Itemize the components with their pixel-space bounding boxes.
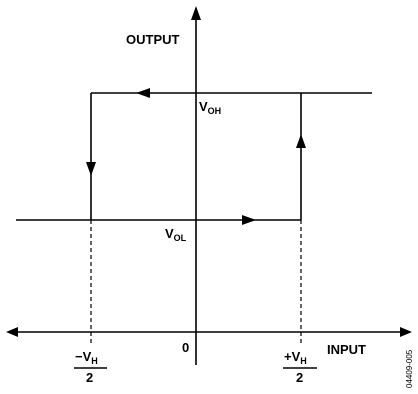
pos-vh-label: +VH <box>284 349 307 366</box>
pos-vh-denominator: 2 <box>296 370 303 385</box>
voh-label-sub: OH <box>208 106 222 116</box>
origin-label: 0 <box>182 340 189 355</box>
left-transition-down-arrow <box>86 162 96 176</box>
neg-vh-label-sub: H <box>91 356 98 366</box>
vol-right-arrow <box>242 215 256 225</box>
voh-label-main: V <box>199 99 208 114</box>
neg-vh-label: −VH <box>75 349 98 366</box>
neg-vh-label-main: −V <box>75 349 92 364</box>
input-axis-left-arrow <box>6 327 18 337</box>
vol-label-sub: OL <box>174 233 187 243</box>
output-axis-up-arrow <box>191 6 201 20</box>
voh-label: VOH <box>199 99 221 116</box>
voh-left-arrow <box>136 88 150 98</box>
input-axis-label: INPUT <box>327 342 366 357</box>
neg-vh-denominator: 2 <box>86 370 93 385</box>
output-axis-label: OUTPUT <box>126 32 180 47</box>
pos-vh-label-main: +V <box>284 349 301 364</box>
vol-label: VOL <box>165 226 187 243</box>
figure-code: 04409-005 <box>405 349 414 388</box>
right-transition-up-arrow <box>296 134 306 148</box>
input-axis-right-arrow <box>400 327 412 337</box>
pos-vh-label-sub: H <box>300 356 307 366</box>
vol-label-main: V <box>165 226 174 241</box>
